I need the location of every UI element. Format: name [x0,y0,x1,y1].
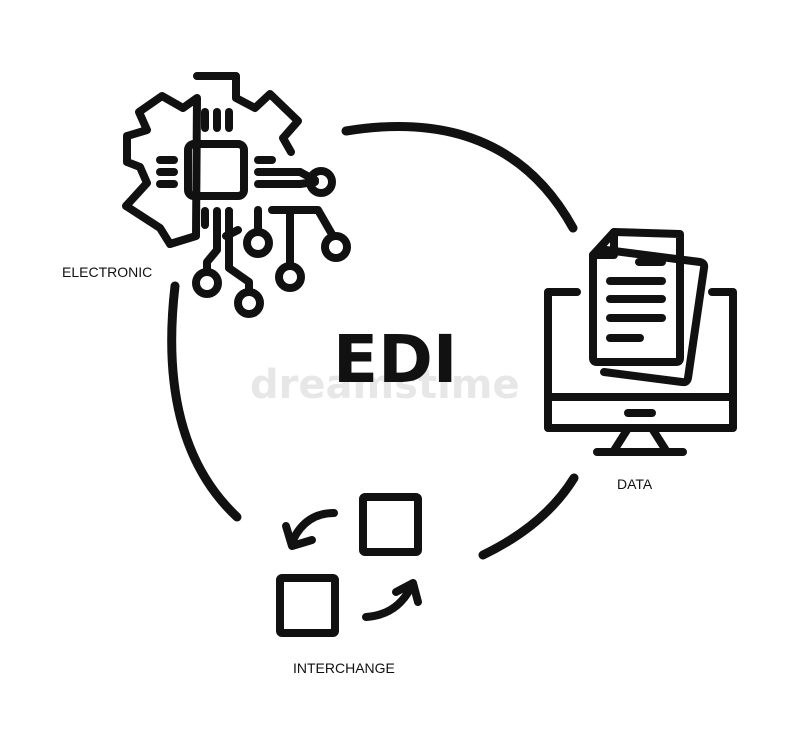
node-label-electronic: ELECTRONIC [62,264,152,280]
circuit-gear-icon [122,72,351,318]
arc-electronic-to-data [341,121,578,233]
arrow-left-icon [289,509,338,544]
square-bottom [276,574,339,637]
watermark: dreamstime [250,362,520,408]
node-label-data: DATA [617,476,653,492]
arrow-right-icon [362,585,414,621]
diagram-title: EDI [333,321,457,398]
cycle-arcs [167,121,579,560]
arc-data-to-interchange [478,473,579,560]
exchange-squares-icon [276,493,422,637]
node-label-interchange: INTERCHANGE [293,660,395,676]
square-top [359,493,422,556]
monitor-documents-icon [544,228,737,456]
arc-interchange-to-electronic [167,281,242,522]
